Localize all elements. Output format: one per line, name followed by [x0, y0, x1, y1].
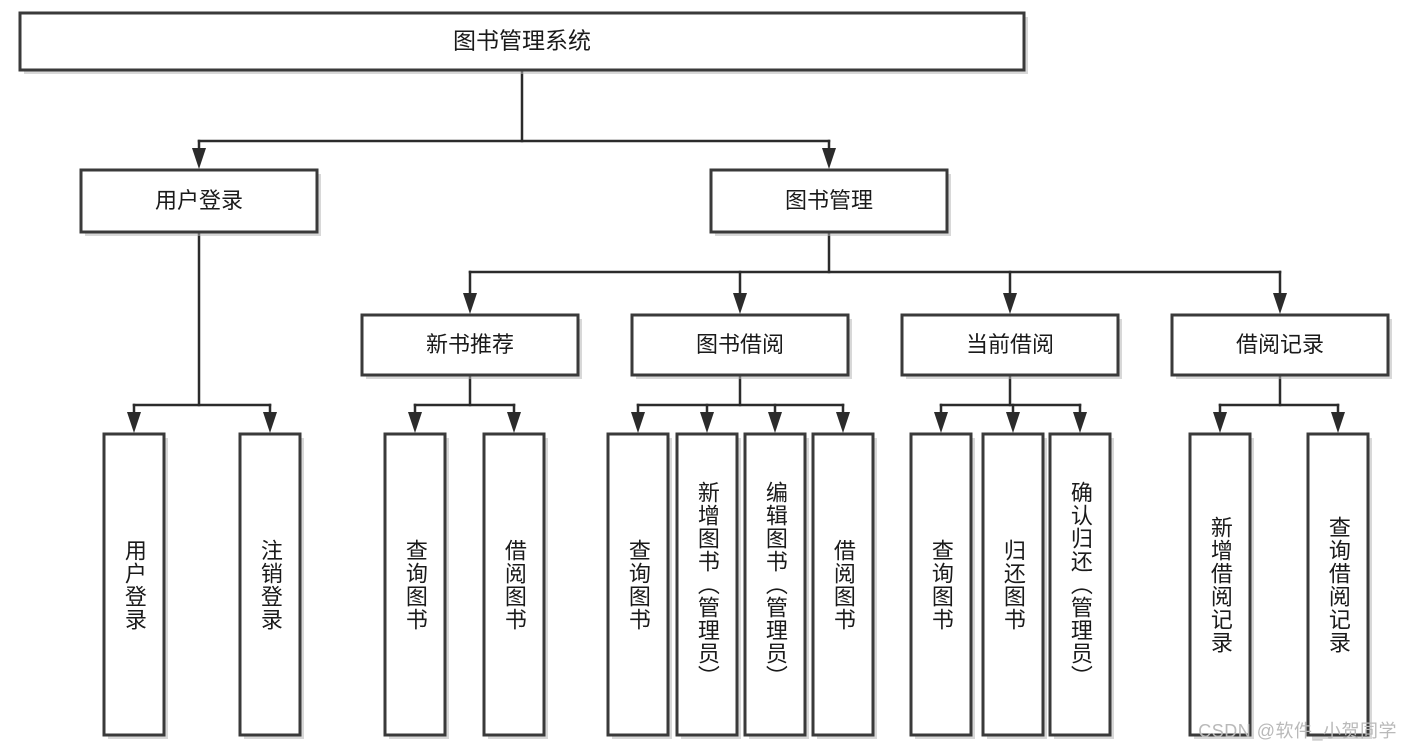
- node-box-layer: [18, 11, 1392, 739]
- node-book-borrow[interactable]: [630, 313, 850, 377]
- node-borrow-record-label: 借阅记录: [1236, 332, 1324, 357]
- node-leaf-logout-login[interactable]: [238, 432, 302, 737]
- node-leaf-add-book[interactable]: [675, 432, 739, 737]
- node-leaf-query-book-3[interactable]: [909, 432, 973, 737]
- arrow-head-icon: [1273, 293, 1287, 314]
- arrow-head-icon: [836, 412, 850, 433]
- arrow-head-icon: [1006, 412, 1020, 433]
- arrow-head-icon: [768, 412, 782, 433]
- node-new-book-recommend[interactable]: [360, 313, 580, 377]
- node-leaf-confirm-return[interactable]: [1048, 432, 1112, 737]
- connector-layer: [127, 68, 1345, 433]
- arrow-head-icon: [1331, 412, 1345, 433]
- arrow-head-icon: [1003, 293, 1017, 314]
- node-new-book-recommend-label: 新书推荐: [426, 332, 514, 357]
- node-leaf-query-book-2[interactable]: [606, 432, 670, 737]
- node-book-manage-label: 图书管理: [785, 188, 873, 213]
- node-leaf-query-record[interactable]: [1306, 432, 1370, 737]
- arrow-head-icon: [733, 293, 747, 314]
- node-leaf-return-book[interactable]: [981, 432, 1045, 737]
- arrow-head-icon: [463, 293, 477, 314]
- node-borrow-record[interactable]: [1170, 313, 1390, 377]
- node-leaf-add-record[interactable]: [1188, 432, 1252, 737]
- arrow-head-icon: [1073, 412, 1087, 433]
- node-book-manage[interactable]: [709, 168, 949, 234]
- node-leaf-query-book-1[interactable]: [383, 432, 447, 737]
- node-leaf-borrow-book-2[interactable]: [811, 432, 875, 737]
- arrow-head-icon: [507, 412, 521, 433]
- node-root[interactable]: [18, 11, 1026, 72]
- node-user-login[interactable]: [79, 168, 319, 234]
- node-book-borrow-label: 图书借阅: [696, 332, 784, 357]
- arrow-head-icon: [700, 412, 714, 433]
- node-root-label: 图书管理系统: [453, 28, 591, 54]
- arrow-head-icon: [631, 412, 645, 433]
- arrow-head-icon: [263, 412, 277, 433]
- arrow-head-icon: [934, 412, 948, 433]
- node-leaf-borrow-book-1[interactable]: [482, 432, 546, 737]
- node-leaf-edit-book[interactable]: [743, 432, 807, 737]
- node-current-borrow-label: 当前借阅: [966, 332, 1054, 357]
- arrow-head-icon: [408, 412, 422, 433]
- arrow-head-icon: [192, 148, 206, 169]
- node-user-login-label: 用户登录: [155, 188, 243, 213]
- arrow-head-icon: [127, 412, 141, 433]
- arrow-head-icon: [1213, 412, 1227, 433]
- node-leaf-user-login[interactable]: [102, 432, 166, 737]
- watermark-text: CSDN @软件_小贺同学: [1198, 721, 1397, 741]
- node-current-borrow[interactable]: [900, 313, 1120, 377]
- arrow-head-icon: [822, 148, 836, 169]
